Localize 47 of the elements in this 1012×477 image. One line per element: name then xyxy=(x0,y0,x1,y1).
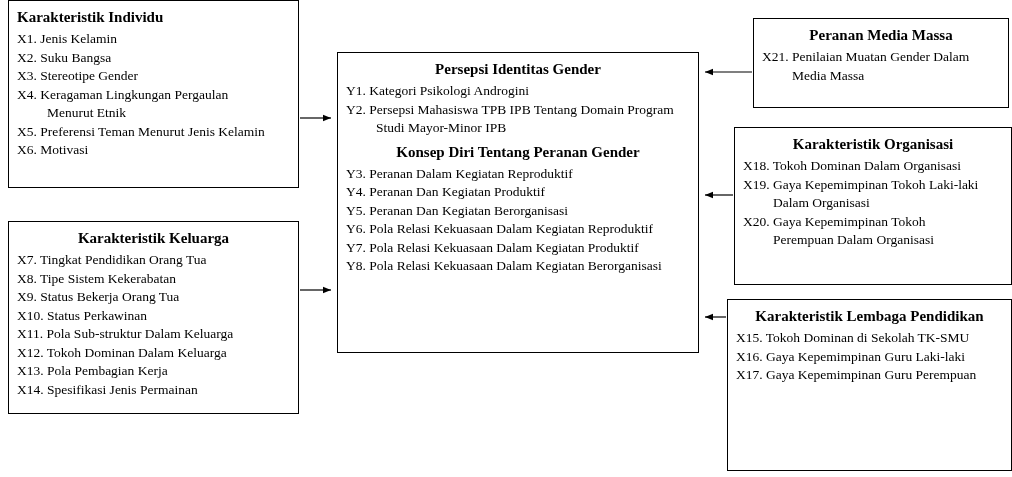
variable-item: X14. Spesifikasi Jenis Permainan xyxy=(17,380,199,399)
box-heading: Persepsi Identitas Gender xyxy=(434,61,602,78)
variable-item: X9. Status Bekerja Orang Tua xyxy=(17,288,181,306)
factor-box xyxy=(8,221,299,414)
arrow xyxy=(299,286,332,294)
variable-item: Y2. Persepsi Mahasiswa TPB IPB Tentang Domain Program Studi Mayor-Minor IPB xyxy=(346,100,675,137)
factor-box xyxy=(8,0,299,188)
variable-item: X15. Tokoh Dominan di Sekolah TK-SMU xyxy=(736,329,971,347)
variable-item: X1. Jenis Kelamin xyxy=(17,30,119,48)
box-heading: Konsep Diri Tentang Peranan Gender xyxy=(395,143,641,161)
box-heading: Karakteristik Lembaga Pendidikan xyxy=(754,308,985,325)
variable-item: Y8. Pola Relasi Kekuasaan Dalam Kegiatan Berorganisasi xyxy=(346,257,663,275)
box-heading: Karakteristik Keluarga xyxy=(76,230,231,247)
box-heading: Karakteristik Organisasi xyxy=(791,136,955,153)
box-heading: Karakteristik Individu xyxy=(17,9,165,26)
variable-item: X17. Gaya Kepemimpinan Guru Perempuan xyxy=(736,366,978,384)
variable-item: Y1. Kategori Psikologi Androgini xyxy=(346,82,530,100)
variable-item: X6. Motivasi xyxy=(17,141,90,159)
variable-item: Y4. Peranan Dan Kegiatan Produktif xyxy=(346,183,547,201)
factor-box xyxy=(753,18,1009,108)
variable-item: X18. Tokoh Dominan Dalam Organisasi xyxy=(743,157,962,175)
variable-item: X21. Penilaian Muatan Gender Dalam Media Massa xyxy=(762,48,971,85)
variable-item: X3. Stereotipe Gender xyxy=(17,67,140,85)
arrow xyxy=(299,114,332,122)
variable-item: X12. Tokoh Dominan Dalam Keluarga xyxy=(17,343,228,362)
arrow xyxy=(704,313,727,321)
variable-item: X11. Pola Sub-struktur Dalam Keluarga xyxy=(17,325,235,343)
arrow xyxy=(704,68,753,76)
variable-item: Y6. Pola Relasi Kekuasaan Dalam Kegiatan Reproduktif xyxy=(346,220,655,238)
variable-item: Y3. Peranan Dalam Kegiatan Reproduktif xyxy=(346,164,574,183)
variable-item: X10. Status Perkawinan xyxy=(17,306,149,325)
factor-box xyxy=(727,299,1012,471)
variable-item: Y7. Pola Relasi Kekuasaan Dalam Kegiatan Produktif xyxy=(346,238,640,257)
factor-box xyxy=(734,127,1012,285)
box-heading: Peranan Media Massa xyxy=(808,27,954,44)
variable-item: X8. Tipe Sistem Kekerabatan xyxy=(17,269,177,288)
variable-item: X5. Preferensi Teman Menurut Jenis Kelamin xyxy=(17,122,266,141)
variable-item: X16. Gaya Kepemimpinan Guru Laki-laki xyxy=(736,347,967,366)
variable-item: X4. Keragaman Lingkungan Pergaulan Menurut Etnik xyxy=(17,85,230,122)
variable-item: X2. Suku Bangsa xyxy=(17,48,113,67)
variable-item: X7. Tingkat Pendidikan Orang Tua xyxy=(17,251,208,269)
variable-item: Y5. Peranan Dan Kegiatan Berorganisasi xyxy=(346,201,570,220)
variable-item: X19. Gaya Kepemimpinan Tokoh Laki-laki Dalam Organisasi xyxy=(743,175,980,212)
arrow xyxy=(704,191,734,199)
variable-item: X13. Pola Pembagian Kerja xyxy=(17,362,169,380)
factor-box xyxy=(337,52,699,353)
variable-item: X20. Gaya Kepemimpinan Tokoh Perempuan Dalam Organisasi xyxy=(743,212,935,249)
